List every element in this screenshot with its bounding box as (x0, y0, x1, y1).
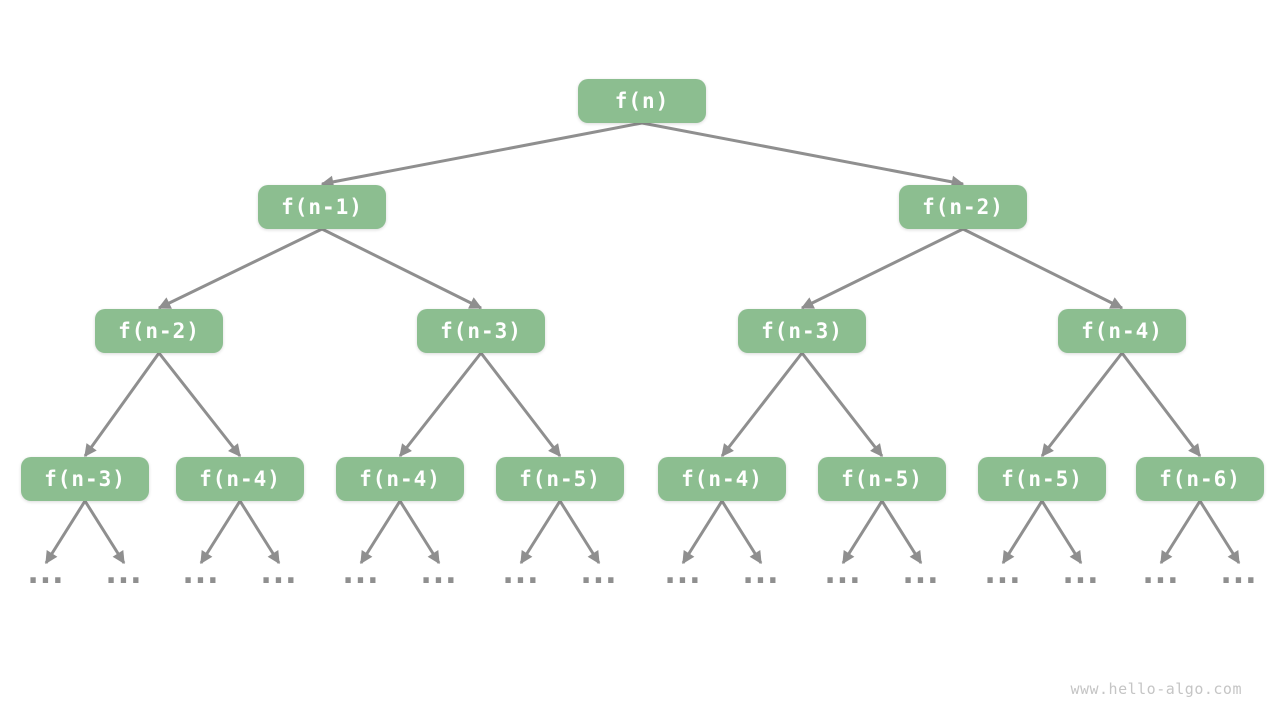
edge-arrow (83, 352, 161, 458)
tree-node: f(n-2) (95, 309, 223, 353)
edge-arrow (681, 500, 724, 565)
edge-arrow (1001, 500, 1044, 565)
ellipsis-label: ... (260, 556, 298, 591)
ellipsis-label: ... (420, 556, 458, 591)
edge-arrow (1159, 500, 1202, 565)
edge-arrow (841, 500, 884, 565)
ellipsis-label: ... (1220, 556, 1258, 591)
ellipsis-label: ... (27, 556, 65, 591)
edge-arrow (720, 500, 763, 565)
ellipsis-label: ... (664, 556, 702, 591)
edge-arrow (83, 500, 126, 565)
edge-arrow (641, 121, 965, 189)
tree-node: f(n-5) (496, 457, 624, 501)
tree-node: f(n-3) (417, 309, 545, 353)
edge-arrow (199, 500, 242, 565)
edge-arrow (321, 227, 483, 310)
ellipsis-label: ... (342, 556, 380, 591)
edge-arrow (1198, 500, 1241, 565)
edge-arrow (157, 227, 323, 310)
ellipsis-label: ... (1062, 556, 1100, 591)
tree-node: f(n-5) (978, 457, 1106, 501)
watermark: www.hello-algo.com (1070, 680, 1242, 698)
tree-node: f(n-4) (1058, 309, 1186, 353)
edge-arrow (1040, 352, 1124, 457)
edge-arrow (398, 500, 441, 565)
edge-arrow (44, 500, 87, 565)
ellipsis-label: ... (105, 556, 143, 591)
edge-arrow (962, 227, 1124, 310)
edge-arrow (479, 352, 562, 457)
ellipsis-label: ... (742, 556, 780, 591)
edge-arrow (157, 352, 242, 457)
tree-node: f(n-4) (658, 457, 786, 501)
edge-arrow (359, 500, 402, 565)
ellipsis-label: ... (580, 556, 618, 591)
edge-arrow (800, 352, 884, 457)
tree-node: f(n-3) (21, 457, 149, 501)
tree-node: f(n-4) (176, 457, 304, 501)
edge-arrow (238, 500, 281, 565)
ellipsis-label: ... (984, 556, 1022, 591)
ellipsis-label: ... (902, 556, 940, 591)
ellipsis-label: ... (824, 556, 862, 591)
edge-arrow (800, 227, 964, 310)
tree-node: f(n) (578, 79, 706, 123)
edge-arrow (1040, 500, 1083, 565)
edge-arrow (519, 500, 562, 565)
edge-arrow (880, 500, 923, 565)
edge-arrow (558, 500, 601, 565)
tree-node: f(n-2) (899, 185, 1027, 229)
tree-node: f(n-1) (258, 185, 386, 229)
edge-arrow (320, 121, 643, 189)
edge-arrow (398, 352, 483, 457)
tree-node: f(n-4) (336, 457, 464, 501)
tree-node: f(n-5) (818, 457, 946, 501)
edge-arrow (1120, 352, 1202, 458)
ellipsis-label: ... (182, 556, 220, 591)
tree-node: f(n-3) (738, 309, 866, 353)
ellipsis-label: ... (1142, 556, 1180, 591)
tree-node: f(n-6) (1136, 457, 1264, 501)
edge-arrow (720, 352, 804, 457)
ellipsis-label: ... (502, 556, 540, 591)
